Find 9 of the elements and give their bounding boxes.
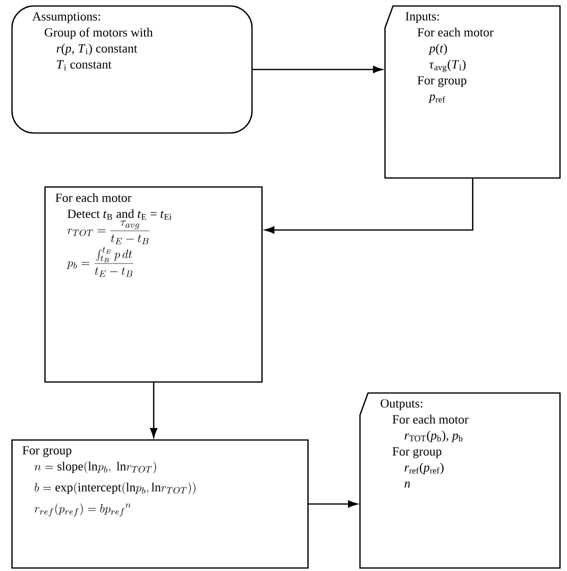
process-box: Outputs: For each motor r$_{TOT}$(p$_{b}$), p$_{b}$ For group r$_{ref}$(p$_{ref}$) n (359, 392, 561, 569)
process-box: For each motor Detect t$_{B}$ and t$_{E}$ = t$_{Ei}$ $r_{TOT} = \frac{\tau_{avg}}{t_E - t_B}$ $p_b = \frac{\int_{t_B}^{t_E} p\,dt}{t_E - t_B}$ (44, 186, 263, 383)
process-box: For group $n = \mathrm{slope}(\mathrm{ln}p_b,\ \mathrm{ln}r_{TOT})$ $b = \mathrm{exp}(\mathrm{intercept}(\mathrm{ln}p_b,\mathrm{ln}r_{TOT}))$ $r_{ref}(p_{ref}) = b{p_{ref}}^{n}$ (11, 439, 309, 569)
arrow (308, 500, 358, 508)
arrow (252, 66, 383, 74)
process-box: Inputs: For each motor p(t) τ$_{avg}$(T$_{i}$) For group p$_{ref}$ (384, 5, 561, 179)
arrow (264, 178, 474, 234)
process-box: Assumptions: Group of motors with r(p, T$_{i}$) constant T$_{i}$ constant (11, 5, 253, 134)
arrow (150, 382, 158, 438)
